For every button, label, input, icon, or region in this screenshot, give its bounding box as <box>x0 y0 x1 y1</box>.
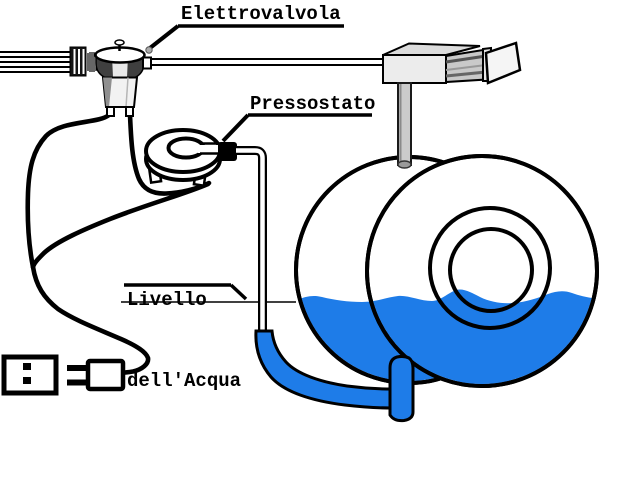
label-leaders <box>121 24 372 303</box>
power-socket <box>1 354 59 396</box>
wire-valve-to-pressostat <box>127 112 212 196</box>
valve-terminal-right <box>125 106 134 117</box>
wire-valve-to-plug <box>25 112 151 375</box>
wires <box>25 112 212 375</box>
fill-pipe-horizontal <box>149 58 384 66</box>
pressure-sensing-tube <box>234 146 267 336</box>
power-plug <box>67 358 126 392</box>
pressure-hose-connector <box>218 142 237 161</box>
wire-pressostat-to-cable <box>30 181 211 270</box>
hose-nut <box>69 46 87 77</box>
drain-hose <box>254 329 415 423</box>
door-ring-inner <box>448 227 534 313</box>
drawer-front-panel <box>484 41 522 85</box>
valve-terminal-left <box>106 106 115 117</box>
label-electrovalve: Elettrovalvola <box>181 3 341 25</box>
drain-fitting <box>388 354 415 423</box>
water-supply-hose <box>0 51 71 73</box>
door-ring-outer <box>428 206 552 330</box>
valve-pin <box>114 39 125 46</box>
solenoid-valve <box>94 39 152 117</box>
label-water-level: Livello dell'Acqua <box>127 233 241 422</box>
label-water-level-line1: Livello <box>127 289 207 311</box>
pressure-switch <box>144 128 237 188</box>
fill-pipe-vertical <box>397 82 412 169</box>
label-pressure-switch: Pressostato <box>250 93 376 115</box>
label-water-level-line2: dell'Acqua <box>127 370 242 392</box>
detergent-drawer <box>382 41 522 85</box>
